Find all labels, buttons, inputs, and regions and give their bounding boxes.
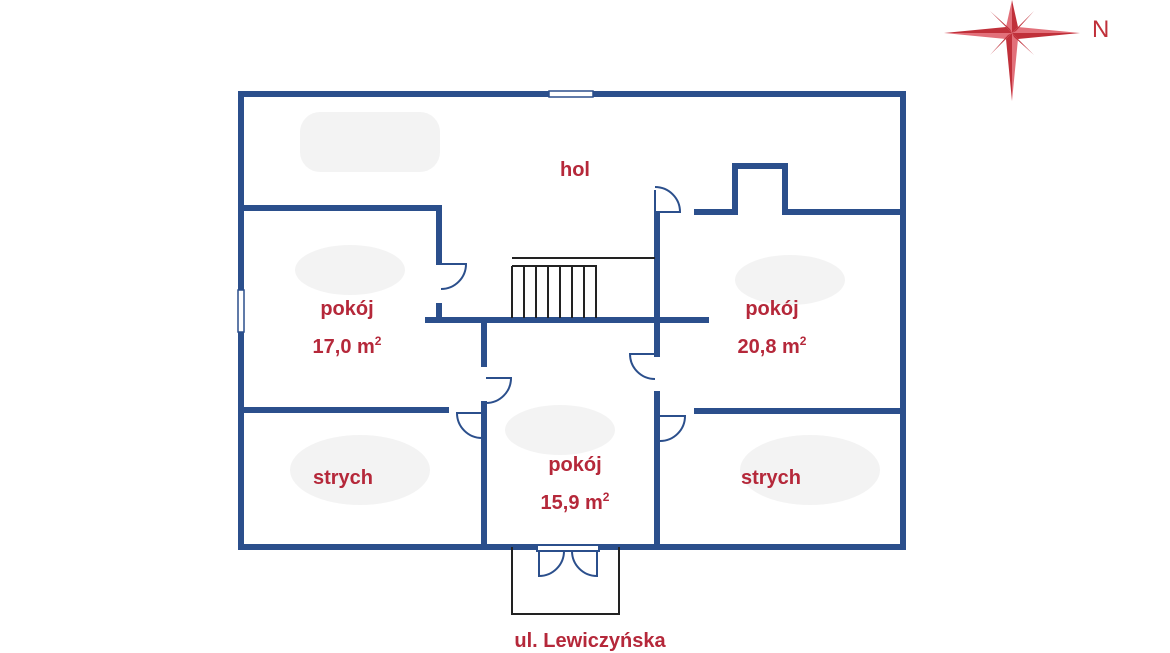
- room-label-attic-right: strych: [711, 462, 831, 494]
- ghost-furniture: [290, 112, 880, 505]
- room-name: pokój: [320, 298, 374, 320]
- room-name: pokój: [745, 298, 799, 320]
- balcony: [511, 544, 620, 615]
- inner-walls: [238, 163, 906, 550]
- room-label-center: pokój 15,9 m2: [515, 449, 635, 519]
- room-label-left: pokój 17,0 m2: [287, 293, 407, 363]
- room-name: hol: [560, 159, 590, 181]
- room-area: 20,8 m2: [737, 334, 807, 358]
- compass-rose-icon: [944, 0, 1080, 101]
- room-name: pokój: [548, 454, 602, 476]
- street-label: ul. Lewiczyńska: [514, 630, 666, 652]
- room-label-right: pokój 20,8 m2: [712, 293, 832, 363]
- room-area: 17,0 m2: [312, 334, 382, 358]
- room-name: strych: [740, 467, 802, 489]
- doors: [440, 186, 687, 442]
- compass-north-label: N: [1092, 16, 1110, 43]
- room-area: 15,9 m2: [540, 490, 610, 514]
- staircase: [511, 257, 655, 318]
- left-window: [237, 289, 245, 333]
- room-name: strych: [312, 467, 374, 489]
- room-label-attic-left: strych: [283, 462, 403, 494]
- top-window: [548, 90, 594, 98]
- room-label-hol: hol: [525, 154, 625, 186]
